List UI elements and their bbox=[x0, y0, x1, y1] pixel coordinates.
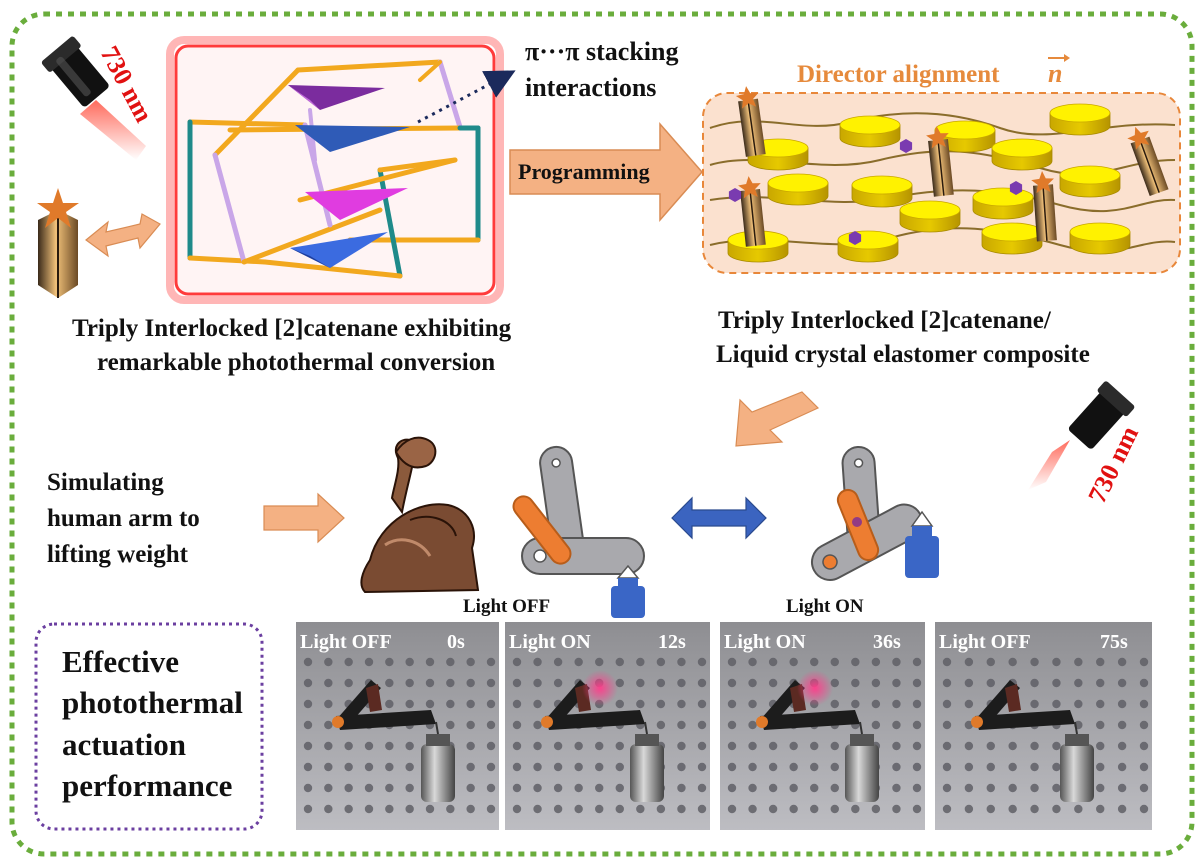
lc-disc bbox=[837, 230, 899, 263]
crosslinker-hexagon bbox=[1009, 181, 1023, 195]
pi-stacking-label: π···π stacking bbox=[525, 37, 678, 66]
robot-arm-light-on bbox=[811, 445, 939, 581]
director-vector-symbol: n bbox=[1048, 54, 1070, 88]
programming-arrow bbox=[509, 122, 703, 222]
star-pillar bbox=[1127, 126, 1169, 197]
lc-disc bbox=[981, 222, 1043, 255]
down-left-arrow bbox=[735, 391, 820, 447]
crosslinker-hexagon bbox=[728, 188, 742, 202]
laser-pointer-icon-2 bbox=[1028, 381, 1135, 490]
star-pillar-icon bbox=[37, 188, 79, 298]
photo-time-label: 36s bbox=[873, 631, 901, 653]
pi-stacking-arrow bbox=[417, 70, 516, 124]
photo-time-label: 75s bbox=[1100, 631, 1128, 653]
catenane-pillars bbox=[735, 86, 1169, 247]
arm-state-off-label: Light OFF bbox=[463, 596, 550, 617]
photo-time-label: 0s bbox=[447, 631, 465, 653]
star-pillar bbox=[738, 176, 766, 247]
photo-state-label: Light OFF bbox=[939, 631, 1031, 653]
lc-mesogen-discs bbox=[727, 103, 1131, 263]
crosslinker-hexagons bbox=[728, 139, 1023, 245]
lc-disc bbox=[851, 175, 913, 208]
blue-double-arrow bbox=[671, 496, 767, 540]
photo-state-label: Light ON bbox=[509, 631, 591, 653]
robot-arm-light-off bbox=[512, 445, 645, 618]
catenane-box bbox=[174, 44, 496, 296]
crosslinker-hexagon bbox=[848, 231, 862, 245]
photo-state-label: Light ON bbox=[724, 631, 806, 653]
pi-stacking-label-2: interactions bbox=[525, 73, 656, 102]
lc-disc bbox=[972, 187, 1034, 220]
lc-disc bbox=[727, 230, 789, 263]
arrow-to-muscle bbox=[263, 492, 345, 544]
lc-disc bbox=[1049, 103, 1111, 136]
lc-disc bbox=[1059, 165, 1121, 198]
effective-box bbox=[34, 622, 264, 831]
outer-frame bbox=[9, 11, 1195, 857]
effective-line3: actuation bbox=[62, 727, 186, 762]
star-pillar bbox=[1031, 171, 1057, 242]
catenane-structure bbox=[187, 59, 481, 279]
composite-caption-line2: Liquid crystal elastomer composite bbox=[716, 341, 1090, 368]
programming-label: Programming bbox=[518, 159, 650, 184]
effective-line1: Effective bbox=[62, 644, 179, 679]
effective-line4: performance bbox=[62, 768, 232, 803]
catenane-caption-line2: remarkable photothermal conversion bbox=[97, 349, 495, 376]
lc-disc bbox=[934, 120, 996, 153]
arm-state-on-label: Light ON bbox=[786, 596, 864, 617]
catenane-caption-line1: Triply Interlocked [2]catenane exhibitin… bbox=[72, 315, 512, 342]
simulating-line3: lifting weight bbox=[47, 541, 189, 568]
simulating-line2: human arm to bbox=[47, 505, 200, 532]
flexed-arm-icon bbox=[360, 436, 480, 594]
director-alignment-label: Director alignment bbox=[797, 61, 1000, 88]
lc-disc bbox=[899, 200, 961, 233]
lc-disc bbox=[767, 173, 829, 206]
double-arrow-icon bbox=[85, 213, 161, 258]
lc-disc bbox=[991, 138, 1053, 171]
simulating-line1: Simulating bbox=[47, 469, 164, 496]
photo-time-label: 12s bbox=[658, 631, 686, 653]
lc-disc bbox=[839, 115, 901, 148]
photo-frame: Light ON 12s bbox=[505, 622, 710, 830]
photo-frame: Light OFF 75s bbox=[935, 622, 1152, 830]
star-pillar bbox=[735, 86, 766, 157]
photo-frame: Light ON 36s bbox=[720, 622, 925, 830]
svg-text:n: n bbox=[1048, 59, 1062, 88]
composite-caption-line1: Triply Interlocked [2]catenane/ bbox=[718, 307, 1052, 334]
effective-line2: photothermal bbox=[62, 685, 243, 720]
photo-frame: Light OFF 0s bbox=[296, 622, 499, 830]
laser-pointer-icon bbox=[41, 36, 146, 160]
crosslinker-hexagon bbox=[899, 139, 913, 153]
photo-state-label: Light OFF bbox=[300, 631, 392, 653]
star-pillar bbox=[926, 126, 954, 197]
lc-disc bbox=[1069, 222, 1131, 255]
